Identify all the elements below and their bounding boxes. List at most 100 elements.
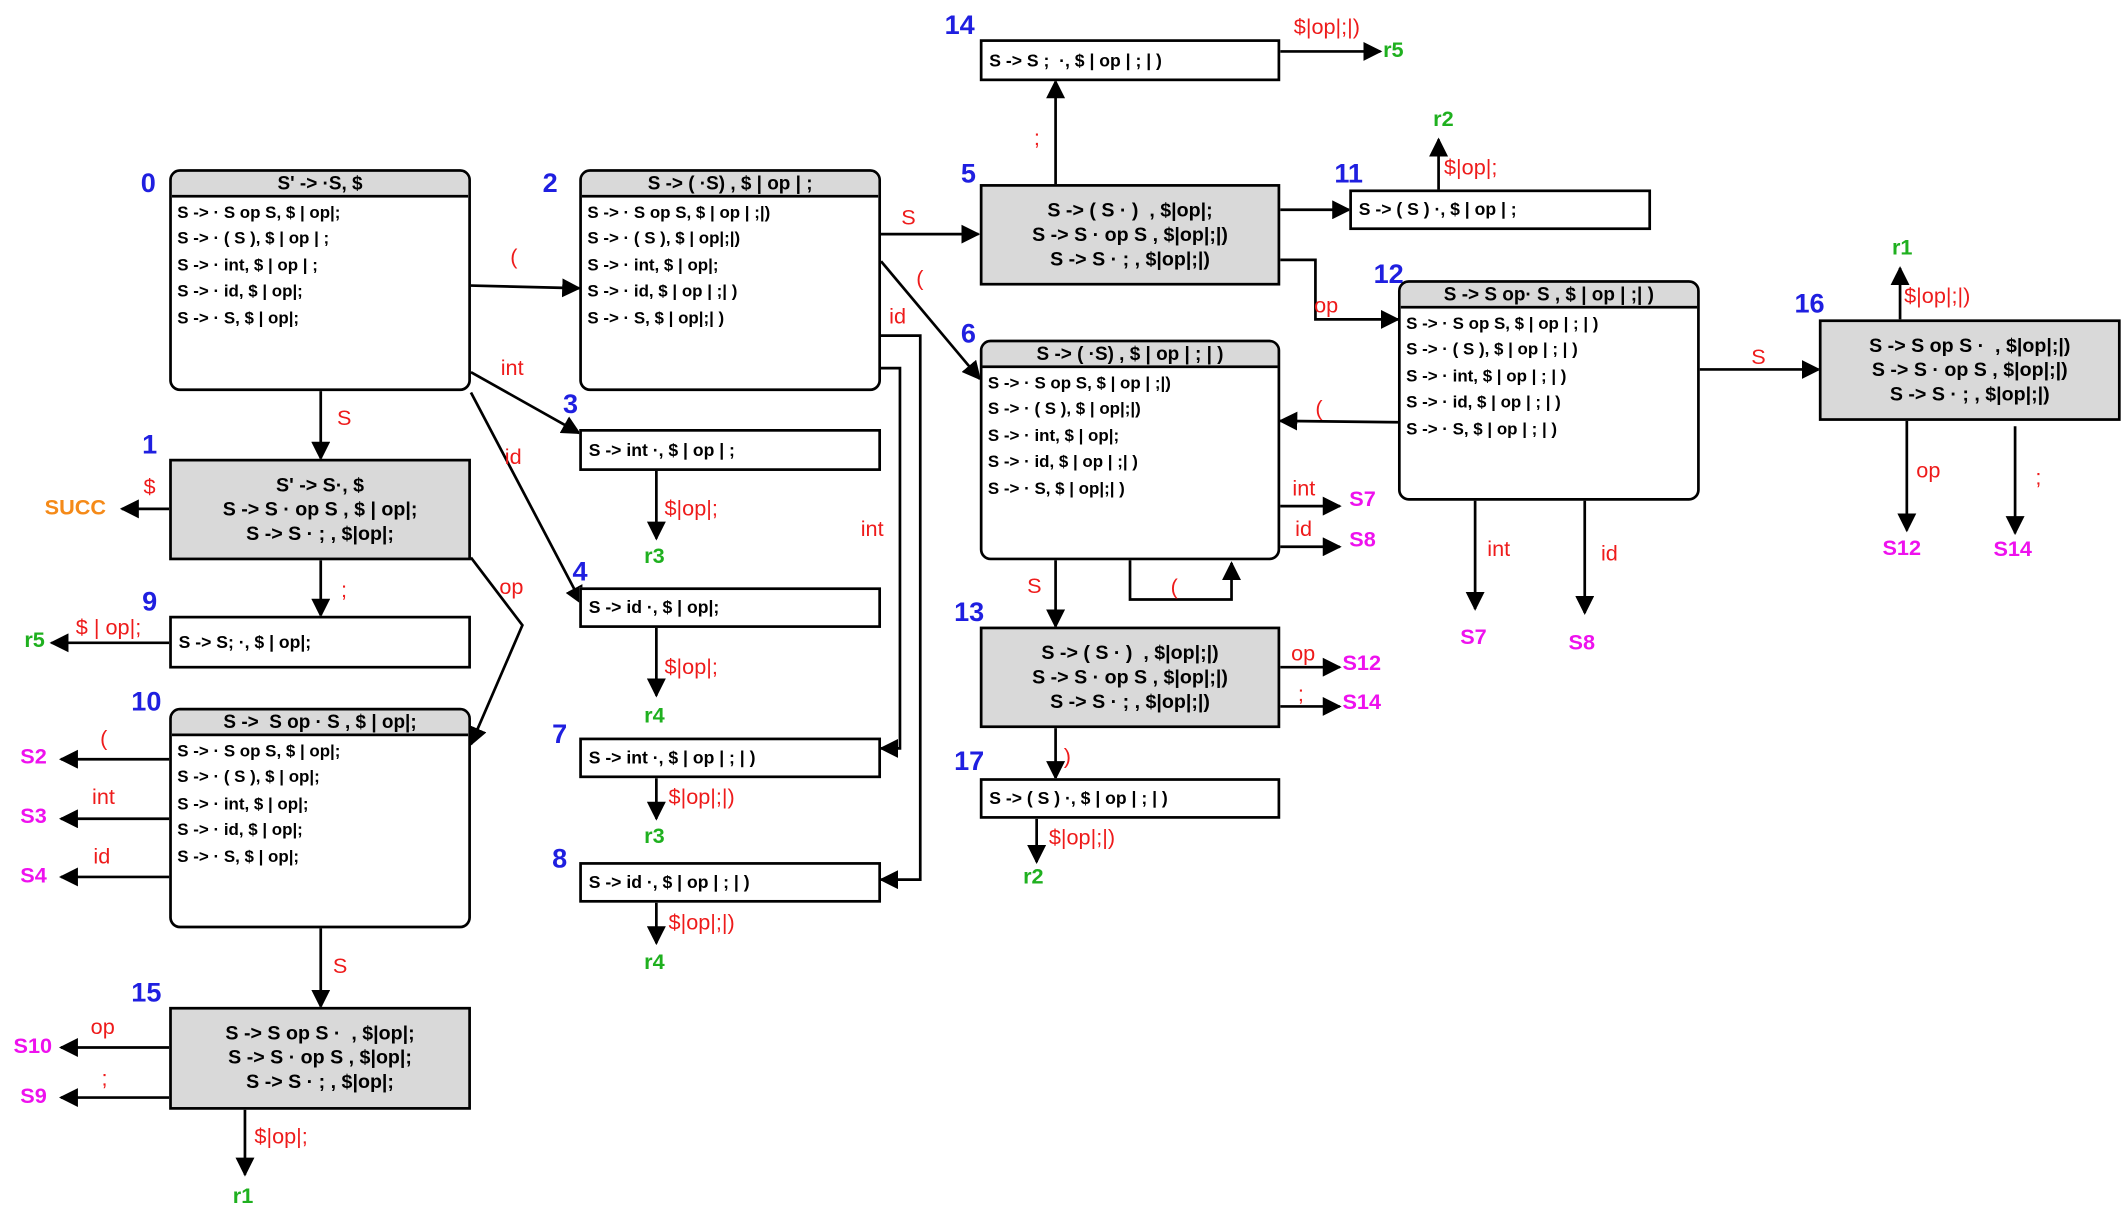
state-9: S -> S; ·, $ | op|; [169, 615, 471, 669]
item: S -> · S, $ | op|;| ) [587, 308, 725, 327]
edge-label: $|op|;|) [1293, 16, 1361, 40]
state-3: S -> int ·, $ | op | ; [579, 429, 882, 471]
item: S -> · ( S ), $ | op | ; [177, 229, 330, 249]
state-number: 17 [954, 747, 985, 777]
item: S -> · int, $ | op | ; [177, 255, 318, 275]
edge-label: int [1292, 477, 1316, 501]
shift-target: S12 [1342, 652, 1382, 676]
item: S -> S op S · , $|op|; [225, 1023, 415, 1045]
edge-label: $|op|; [254, 1125, 308, 1149]
edge-label: int [860, 518, 884, 542]
shift-target: S8 [1568, 632, 1595, 656]
edge-label: id [93, 845, 111, 869]
shift-target: S7 [1349, 488, 1376, 512]
reduce-target: r1 [1891, 236, 1913, 260]
item: S -> ( S · ) , $|op|;|) [1041, 642, 1219, 664]
state-number: 2 [542, 169, 558, 199]
edge-label: $|op|; [664, 656, 718, 680]
edge-label: ( [510, 246, 518, 270]
state-10: S -> S op · S , $ | op|; S -> · S op S, … [169, 707, 471, 929]
item: S -> · S, $ | op|; [177, 846, 300, 866]
state-number: 16 [1794, 289, 1825, 320]
state-16: S -> S op S · , $|op|;|) S -> S · op S ,… [1818, 319, 2121, 421]
edge-label: op [499, 576, 524, 600]
item: S -> ( S ) ·, $ | op | ; | ) [989, 787, 1168, 808]
item: S -> S · ; , $|op|;|) [1050, 248, 1210, 270]
edge-label: ( [1170, 576, 1178, 600]
edge-5-to-12 [1280, 258, 1400, 329]
accept-target: SUCC [44, 496, 107, 520]
state-number: 15 [131, 978, 162, 1009]
shift-target: S9 [20, 1085, 47, 1109]
edge-label: id [889, 305, 906, 329]
state-17: S -> ( S ) ·, $ | op | ; | ) [979, 778, 1281, 819]
reduce-target: r2 [1023, 866, 1044, 890]
item: S -> · id, $ | op | ;| ) [987, 452, 1138, 472]
edge-6-self-loop [1128, 560, 1241, 601]
item: S -> S · ; , $|op|;|) [1889, 383, 2050, 406]
item: S -> · S, $ | op | ; | ) [1406, 419, 1558, 438]
state-number: 13 [954, 598, 985, 628]
shift-target: S8 [1349, 529, 1376, 553]
edge-label: ) [1063, 745, 1071, 769]
state-number: 10 [131, 687, 162, 718]
edge-label: id [1295, 518, 1312, 542]
edge-label: $|op|; [664, 498, 718, 522]
edge-label: ( [100, 728, 108, 752]
shift-target: S14 [1993, 538, 2032, 562]
item: S -> S op S · , $|op|;|) [1869, 334, 2071, 357]
edge-label: op [1314, 295, 1339, 319]
edge-12-to-6 [1278, 411, 1398, 431]
edge-label: int [500, 357, 524, 381]
item: S -> · ( S ), $ | op|; [177, 767, 320, 787]
edge-label: S [1751, 346, 1766, 370]
item: S -> · S op S, $ | op|; [177, 741, 341, 761]
item: S -> · S op S, $ | op | ; | ) [1406, 313, 1599, 333]
reduce-target: r1 [232, 1185, 254, 1209]
edge-0-to-4 [469, 391, 584, 606]
item: S -> int ·, $ | op | ; | ) [588, 747, 756, 768]
state-kernel: S -> ( ·S) , $ | op | ; [581, 171, 879, 198]
item: S -> · int, $ | op|; [177, 794, 309, 814]
state-number: 1 [142, 430, 158, 461]
state-14: S -> S ; ·, $ | op | ; | ) [979, 39, 1281, 82]
shift-target: S3 [20, 805, 47, 829]
state-number: 3 [562, 389, 579, 420]
reduce-target: r3 [644, 545, 665, 569]
item: S -> · id, $ | op | ; | ) [1406, 392, 1561, 412]
edge-0-to-3 [470, 370, 581, 435]
item: S -> · S, $ | op|;| ) [987, 478, 1125, 498]
edge-0-to-2 [470, 278, 582, 298]
reduce-target: r5 [1383, 39, 1404, 63]
state-7: S -> int ·, $ | op | ; | ) [579, 737, 882, 779]
edge-label: ; [2035, 466, 2042, 490]
item: S -> · S op S, $ | op | ;|) [587, 202, 771, 222]
item: S -> · id, $ | op|; [177, 820, 303, 840]
item: S -> · int, $ | op|; [987, 426, 1120, 445]
item: S -> S · op S , $|op|;|) [1032, 223, 1228, 246]
state-4: S -> id ·, $ | op|; [579, 587, 882, 628]
edge-label: $ [143, 476, 156, 500]
state-8: S -> id ·, $ | op | ; | ) [579, 862, 882, 903]
state-number: 5 [960, 159, 976, 190]
reduce-target: r4 [644, 705, 665, 729]
edge-label: op [1291, 642, 1316, 666]
edge-label: $|op|;|) [1048, 826, 1116, 850]
edge-2-to-6 [879, 260, 982, 381]
reduce-target: r4 [644, 951, 665, 975]
state-number: 14 [944, 10, 975, 41]
item: S -> ( S · ) , $|op|; [1047, 199, 1213, 222]
edge-label: S [1027, 575, 1042, 599]
item: S -> · ( S ), $ | op | ; | ) [1406, 340, 1578, 360]
edge-label: ; [1297, 683, 1304, 707]
item: S -> int ·, $ | op | ; [588, 439, 735, 460]
item: S -> S ; ·, $ | op | ; | ) [989, 49, 1162, 70]
state-kernel: S' -> ·S, $ [171, 171, 469, 198]
edge-label: $|op|;|) [1904, 285, 1971, 309]
item: S -> · ( S ), $ | op|;|) [587, 229, 741, 249]
edge-label: ; [341, 579, 348, 603]
state-11: S -> ( S ) ·, $ | op | ; [1349, 189, 1652, 231]
state-1: S' -> S·, $ S -> S · op S , $ | op|; S -… [169, 458, 471, 561]
item: S -> · S op S, $ | op|; [177, 202, 341, 222]
